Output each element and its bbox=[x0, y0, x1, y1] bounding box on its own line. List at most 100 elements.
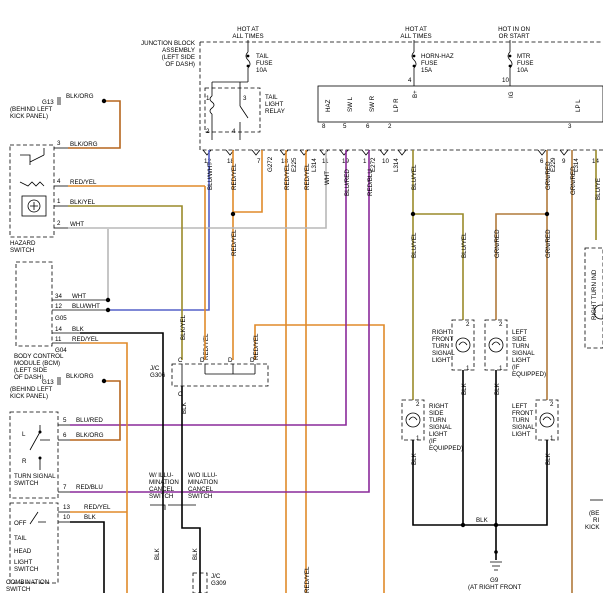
haz-wire-blk-org: BLK/ORG bbox=[70, 141, 98, 148]
lbl-blk-cancel-wo: BLK bbox=[192, 547, 199, 560]
wire-blu-yel-2 bbox=[413, 213, 464, 320]
turn-pos-l: L bbox=[22, 431, 26, 438]
combo-wire-blk: BLK bbox=[84, 514, 97, 521]
jc306-pin-c: C bbox=[178, 357, 183, 364]
lbl-blk-ls: BLK bbox=[494, 382, 501, 395]
jc-g306: C D D D J/C G306 C BLK bbox=[150, 357, 269, 414]
bar-label-swl: SW L bbox=[347, 96, 354, 112]
bcm-label-3: (LEFT SIDE bbox=[14, 367, 47, 374]
bar-label-haz: HAZ bbox=[325, 99, 332, 112]
right-edge-partial: RIGHT TURN IND (BE RI KICK bbox=[584, 247, 603, 531]
haz-pin-3: 3 bbox=[57, 140, 61, 147]
bar-pin-6: 6 bbox=[366, 123, 370, 130]
hdr-code-l314c: L314 bbox=[573, 158, 580, 172]
turn-pin-5: 5 bbox=[63, 417, 67, 424]
lbl-blk-cancel-w: BLK bbox=[154, 547, 161, 560]
bar-pin-2: 2 bbox=[388, 123, 392, 130]
junction-block-outline bbox=[199, 41, 603, 151]
cancel-wo-4: SWITCH bbox=[188, 493, 212, 500]
lbl-red-yel-vert-bottom: RED/YEL bbox=[304, 566, 311, 593]
header-pin-labels: 12 18 7 G272 18 E225 L314 11 19 1 E272 1… bbox=[204, 156, 599, 172]
hot-mid-line2: ALL TIMES bbox=[400, 33, 431, 40]
lbl-red-yel-vert-2: RED/YEL bbox=[231, 229, 238, 256]
g13-top-line2: (BEHIND LEFT bbox=[10, 106, 53, 113]
bar-label-swr: SW R bbox=[369, 95, 376, 112]
cancel-switch-labels: W/ ILLU- MINATION CANCEL SWITCH W/O ILLU… bbox=[149, 472, 218, 560]
relay-pin-3: 3 bbox=[243, 95, 247, 102]
lbl-blu-yel-right-cut: BLU/YE bbox=[595, 178, 602, 200]
haz-pin-2: 2 bbox=[57, 220, 61, 227]
mtr-fuse-line3: 10A bbox=[517, 67, 529, 74]
wire-blk-org-top bbox=[68, 100, 121, 149]
bar-label-lpr: LP R bbox=[393, 98, 400, 112]
junction-block-label: JUNCTION BLOCK ASSEMBLY (LEFT SIDE OF DA… bbox=[141, 40, 196, 68]
relay-label-1: TAIL bbox=[265, 94, 278, 101]
relay-label-2: LIGHT bbox=[265, 101, 283, 108]
relay-label-3: RELAY bbox=[265, 108, 285, 115]
tail-fuse-line2: FUSE bbox=[256, 60, 273, 67]
g13-top: G13 (BEHIND LEFT KICK PANEL) BLK/ORG bbox=[10, 93, 107, 120]
combination-switch[interactable]: OFF TAIL HEAD LIGHT SWITCH 13 10 RED/YEL… bbox=[6, 502, 111, 593]
horn-fuse-line3: 15A bbox=[421, 67, 433, 74]
rs-label-2: SIDE bbox=[429, 410, 443, 417]
jc309-label-2: G309 bbox=[211, 580, 227, 587]
jc306-label-1: J/C bbox=[150, 365, 160, 372]
horn-fuse-line1: HORN-HAZ bbox=[421, 53, 454, 60]
hdr-pin-6: 6 bbox=[540, 158, 544, 165]
wire-blu-red bbox=[70, 150, 347, 426]
rs-pin-1: 1 bbox=[416, 435, 420, 442]
haz-wire-wht: WHT bbox=[70, 221, 84, 228]
combo-pin-10: 10 bbox=[63, 514, 70, 521]
lbl-blu-yel-3: BLU/YEL bbox=[461, 232, 468, 258]
lf-label-5: LIGHT bbox=[512, 431, 530, 438]
tail-fuse-line3: 10A bbox=[256, 67, 268, 74]
haz-pin-4: 4 bbox=[57, 178, 61, 185]
cancel-wo-1: W/O ILLU- bbox=[188, 472, 217, 479]
bcm-conn-g05: G05 bbox=[55, 315, 67, 322]
rf-label-4: SIGNAL bbox=[432, 350, 455, 357]
ls-label-4: SIGNAL bbox=[512, 350, 535, 357]
wire-red-yel-5 bbox=[254, 324, 385, 593]
jb-line3: (LEFT SIDE bbox=[162, 54, 195, 61]
rf-label-2: FRONT bbox=[432, 336, 454, 343]
relay-pin-2: 2 bbox=[206, 128, 210, 135]
rf-label-5: LIGHT bbox=[432, 357, 450, 364]
turn-signal-switch[interactable]: L R 5 6 7 BLU/RED BLK/ORG RED/BLU TURN S… bbox=[9, 411, 104, 499]
wire-wht-haz bbox=[68, 150, 327, 229]
hazard-switch[interactable]: 3 4 1 2 BLK/ORG RED/YEL BLK/YEL WHT HAZA… bbox=[9, 140, 98, 254]
rs-label-1: RIGHT bbox=[429, 403, 448, 410]
lbl-red-blu-vert: RED/BLU bbox=[367, 169, 374, 196]
hdr-code-l314a: L314 bbox=[311, 158, 318, 172]
haz-wire-blk-yel: BLK/YEL bbox=[70, 199, 96, 206]
jb-line1: JUNCTION BLOCK bbox=[141, 40, 196, 47]
turn-switch-label-2: SWITCH bbox=[14, 480, 38, 487]
ls-bulb-icon bbox=[488, 337, 504, 353]
lbl-blk-lf: BLK bbox=[545, 452, 552, 465]
wire-red-blu bbox=[70, 150, 370, 493]
cancel-wo-2: MINATION bbox=[188, 479, 218, 486]
lf-pin-1: 1 bbox=[550, 435, 554, 442]
hot-left-line2: ALL TIMES bbox=[232, 33, 263, 40]
bcm-wire-red-yel: RED/YEL bbox=[72, 336, 99, 343]
combo-pos-off: OFF bbox=[14, 520, 27, 527]
jb-connector-notches bbox=[202, 149, 569, 156]
lbl-wht-vert: WHT bbox=[324, 171, 331, 185]
bcm-pin-12: 12 bbox=[55, 303, 62, 310]
lbl-blk-ground-bus: BLK bbox=[476, 517, 489, 524]
combo-pos-head: HEAD bbox=[14, 548, 32, 555]
mtr-fuse-line2: FUSE bbox=[517, 60, 534, 67]
bar-pin-10: 10 bbox=[502, 77, 509, 84]
cancel-w-1: W/ ILLU- bbox=[149, 472, 173, 479]
lbl-grn-red-3: GRN/RED bbox=[494, 229, 501, 258]
jc-g309: J/C G309 bbox=[192, 572, 227, 593]
g13-mid-label: G13 bbox=[42, 379, 54, 386]
wire-grn-red-2 bbox=[495, 213, 547, 320]
right-edge-cut-kick: KICK bbox=[585, 524, 600, 531]
hdr-code-e272: E272 bbox=[370, 157, 377, 172]
wire-blk-combo bbox=[70, 521, 105, 593]
left-side-turn-signal-light: 2 1 LEFT SIDE TURN SIGNAL LIGHT (IF EQUI… bbox=[484, 319, 546, 395]
g13-mid-line3: KICK PANEL) bbox=[10, 393, 48, 400]
turn-wire-blu-red: BLU/RED bbox=[76, 417, 103, 424]
hazard-label-1: HAZARD bbox=[10, 240, 36, 247]
tail-light-relay: 1 3 2 4 TAIL LIGHT RELAY bbox=[204, 81, 285, 140]
